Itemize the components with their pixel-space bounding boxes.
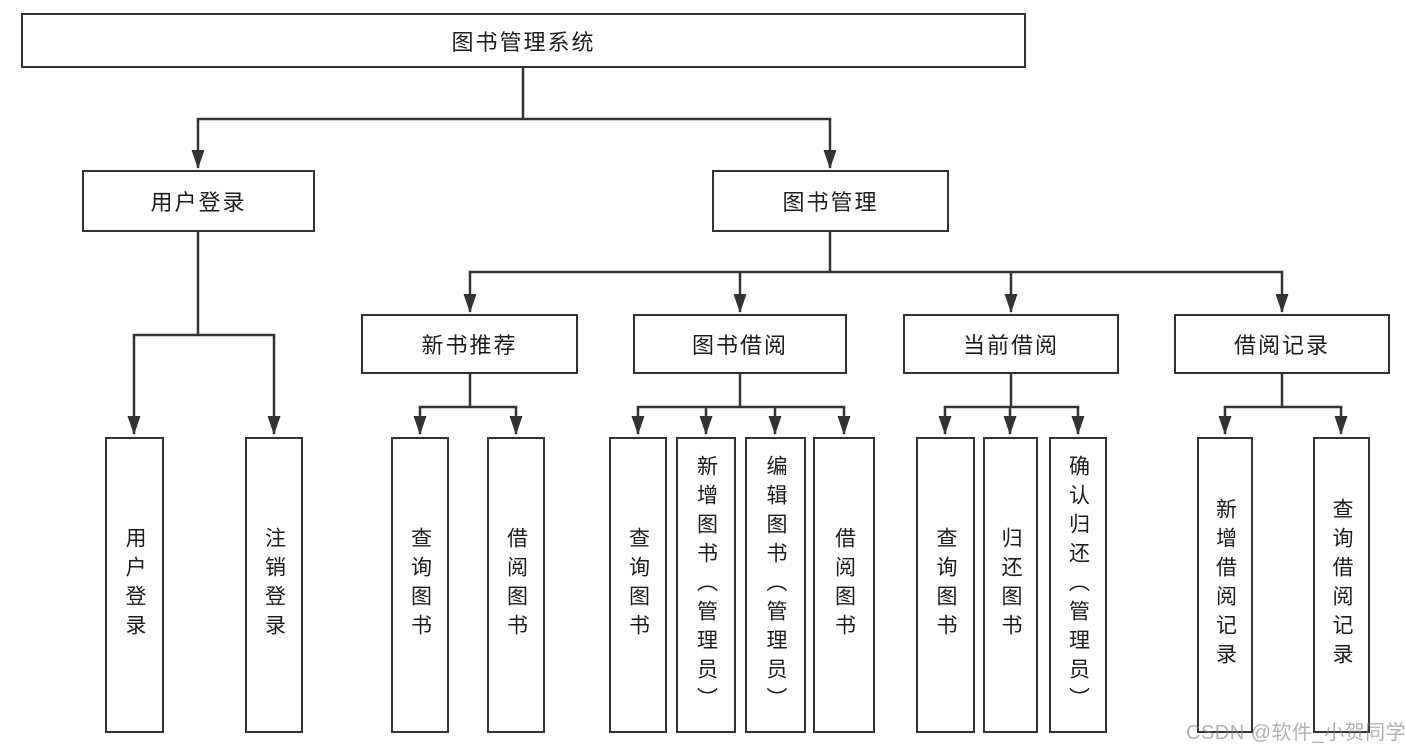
leaf-borrow-books-recommend: 借阅图书: [487, 437, 545, 733]
node-label: 当前借阅: [962, 333, 1059, 358]
leaf-label: 借阅图书: [832, 527, 856, 643]
leaf-label: 用户登录: [123, 527, 146, 643]
leaf-label: 注销登录: [262, 527, 286, 643]
leaf-search-borrow-record: 查询借阅记录: [1313, 437, 1370, 733]
leaf-label: 归还图书: [999, 527, 1022, 643]
watermark: CSDN @软件_小贺同学: [1186, 722, 1405, 744]
leaf-logout: 注销登录: [245, 437, 303, 733]
leaf-edit-book-admin: 编辑图书（管理员）: [745, 437, 806, 733]
leaf-label: 新增图书（管理员）: [694, 454, 718, 716]
leaf-search-books-borrowing: 查询图书: [609, 437, 667, 733]
leaf-add-borrow-record: 新增借阅记录: [1197, 437, 1253, 733]
node-label: 图书管理: [782, 190, 879, 215]
node-library-system: 图书管理系统: [21, 13, 1026, 68]
leaf-borrow-books-borrowing: 借阅图书: [813, 437, 875, 733]
leaf-search-books-current: 查询图书: [916, 437, 975, 733]
leaf-confirm-return-admin: 确认归还（管理员）: [1049, 437, 1107, 733]
node-label: 图书管理系统: [451, 29, 596, 55]
leaf-label: 编辑图书（管理员）: [764, 454, 787, 716]
node-label: 用户登录: [150, 190, 247, 215]
leaf-label: 查询图书: [408, 527, 432, 643]
leaf-label: 查询借阅记录: [1330, 498, 1353, 672]
node-book-management: 图书管理: [712, 170, 949, 232]
leaf-label: 新增借阅记录: [1213, 498, 1237, 672]
leaf-user-login: 用户登录: [105, 437, 164, 733]
leaf-label: 查询图书: [934, 527, 957, 643]
node-label: 图书借阅: [691, 333, 788, 358]
node-borrowing-records: 借阅记录: [1174, 314, 1390, 374]
node-label: 新书推荐: [421, 333, 518, 358]
leaf-return-books: 归还图书: [983, 437, 1038, 733]
node-user-login: 用户登录: [82, 170, 315, 232]
leaf-label: 借阅图书: [504, 527, 528, 643]
leaf-search-books-recommend: 查询图书: [391, 437, 449, 733]
node-new-book-recommend: 新书推荐: [361, 314, 578, 374]
leaf-add-book-admin: 新增图书（管理员）: [676, 437, 736, 733]
node-current-borrowing: 当前借阅: [903, 314, 1119, 374]
node-book-borrowing: 图书借阅: [633, 314, 847, 374]
leaf-label: 查询图书: [626, 527, 650, 643]
leaf-label: 确认归还（管理员）: [1066, 454, 1090, 716]
node-label: 借阅记录: [1233, 333, 1330, 358]
